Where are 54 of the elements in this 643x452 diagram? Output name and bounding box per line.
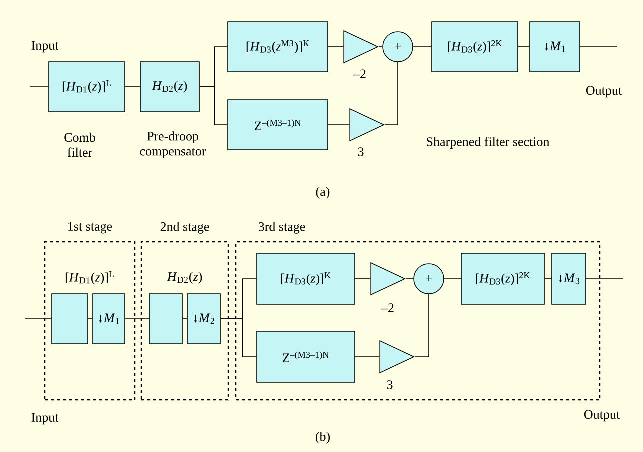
connector-line xyxy=(444,278,462,280)
filter-box xyxy=(149,294,183,344)
filter-box: [H$_{D3}$(z)]$^{2K}$ xyxy=(432,22,518,72)
connector-line xyxy=(413,46,432,48)
filter-box: [H$_{D3}$(z)]$^{2K}$ xyxy=(461,253,545,305)
block-caption: 3 xyxy=(358,148,364,156)
text-label: Sharpened filter section xyxy=(427,137,550,149)
connector-line xyxy=(355,278,372,280)
connector-line xyxy=(378,46,383,48)
connector-line xyxy=(220,318,257,358)
connector-line xyxy=(580,46,618,48)
stage-heading: 1st stage xyxy=(68,222,112,234)
connector-line xyxy=(328,124,350,126)
connector-line xyxy=(200,86,228,126)
connector-line xyxy=(518,46,530,48)
connector-line xyxy=(182,318,188,320)
filter-box: H$_{D2}$(z) xyxy=(140,62,200,112)
filter-box: [H$_{D1}$(z)]$^{L}$ xyxy=(48,62,126,112)
block-caption: Comb filter xyxy=(64,132,96,158)
block-caption: –2 xyxy=(353,70,366,78)
filter-box: ↓M$_{3}$ xyxy=(552,253,586,305)
text-label: (a) xyxy=(316,187,330,199)
stage-formula: [H$_{D1}$(z)]$^{L}$ xyxy=(66,271,114,285)
filter-box: Z$^{–(M3–1)N}$ xyxy=(256,331,356,383)
block-caption: Pre-droop compensator xyxy=(140,132,206,158)
connector-line xyxy=(384,62,398,126)
block-caption: –2 xyxy=(381,304,394,312)
text-label: Input xyxy=(32,413,59,425)
connector-line xyxy=(586,278,624,280)
stage-formula: H$_{D2}$(z) xyxy=(167,272,202,284)
filter-box: [H$_{D3}$(z)]$^{K}$ xyxy=(256,253,356,305)
connector-line xyxy=(328,46,344,48)
filter-box: [H$_{D3}$(z$^{M3}$)]$^{K}$ xyxy=(228,22,328,72)
connector-line xyxy=(406,278,414,280)
text-label: Input xyxy=(32,41,59,53)
connector-line xyxy=(125,318,150,320)
stage-heading: 3rd stage xyxy=(258,222,306,234)
connector-line xyxy=(544,278,552,280)
text-label: Output xyxy=(586,86,622,98)
filter-box: ↓M$_{2}$ xyxy=(187,294,221,344)
filter-box: ↓M$_{1}$ xyxy=(530,22,580,72)
connector-line xyxy=(88,318,93,320)
connector-line xyxy=(30,86,49,88)
connector-line xyxy=(414,294,430,358)
connector-line xyxy=(24,318,52,320)
text-label: Output xyxy=(584,410,620,422)
filter-box: ↓M$_{1}$ xyxy=(92,294,126,344)
filter-box: Z$^{–(M3–1)N}$ xyxy=(228,100,328,150)
stage-heading: 2nd stage xyxy=(160,222,210,234)
connector-line xyxy=(355,356,380,358)
text-label: (b) xyxy=(316,432,330,444)
filter-box xyxy=(52,294,88,344)
connector-line xyxy=(125,86,140,88)
block-caption: 3 xyxy=(387,380,393,390)
